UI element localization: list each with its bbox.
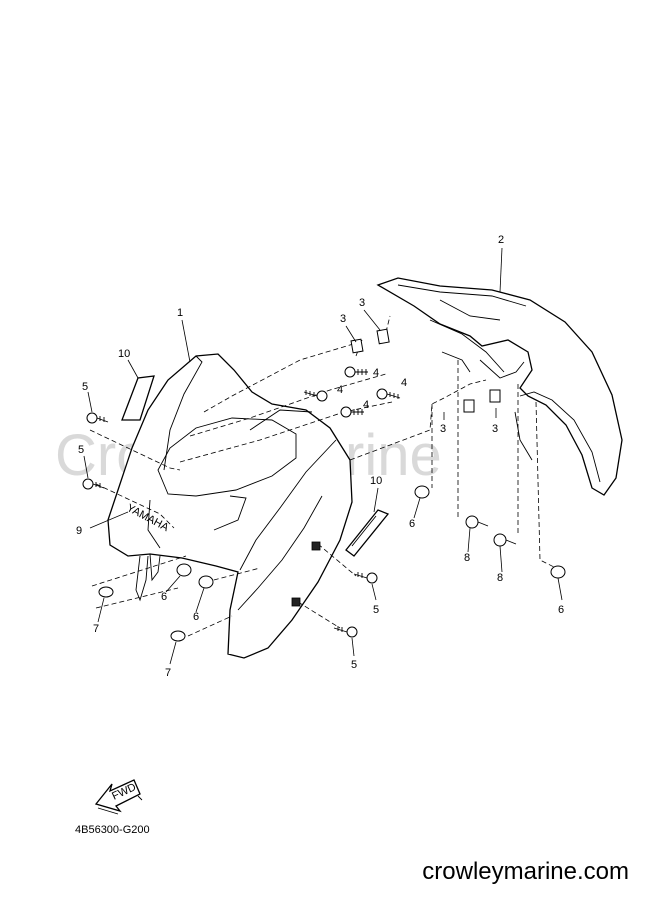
screw-5d <box>333 626 358 638</box>
clip-3c <box>463 399 475 413</box>
callout-10: 10 <box>370 475 382 487</box>
callout-6: 6 <box>193 611 199 623</box>
hardware <box>82 328 566 642</box>
callout-3: 3 <box>340 313 346 325</box>
diagram-code: 4B56300-G200 <box>75 824 150 836</box>
callout-5: 5 <box>78 444 84 456</box>
callout-4: 4 <box>363 399 369 411</box>
washer-7b <box>170 630 186 642</box>
clip-3a <box>350 338 364 354</box>
callout-5: 5 <box>373 604 379 616</box>
callout-7: 7 <box>93 623 99 635</box>
screw-4b <box>303 390 328 402</box>
screw-4c <box>376 388 401 400</box>
washer-7a <box>98 586 114 598</box>
callout-2: 2 <box>498 234 504 246</box>
grommet-6b <box>176 563 192 577</box>
emblem-upper <box>121 375 155 421</box>
bolt-8b <box>493 533 517 547</box>
clip-3d <box>489 389 501 403</box>
leader-lines <box>83 247 563 665</box>
callout-5: 5 <box>82 381 88 393</box>
grommet-6a <box>414 485 430 499</box>
screw-4a <box>344 366 368 378</box>
callout-10: 10 <box>118 348 130 360</box>
callout-6: 6 <box>161 591 167 603</box>
site-url-text: crowleymarine.com <box>422 858 629 885</box>
callout-8: 8 <box>464 552 470 564</box>
callout-1: 1 <box>177 307 183 319</box>
callout-3: 3 <box>492 423 498 435</box>
clip-3b <box>376 328 390 345</box>
screw-5c <box>353 572 378 584</box>
callout-6: 6 <box>558 604 564 616</box>
nut-a <box>311 541 321 551</box>
emblem-lower <box>345 509 390 557</box>
callout-4: 4 <box>373 367 379 379</box>
callout-4: 4 <box>401 377 407 389</box>
screw-5b <box>82 478 105 490</box>
callout-7: 7 <box>165 667 171 679</box>
callout-8: 8 <box>497 572 503 584</box>
callout-3: 3 <box>440 423 446 435</box>
fwd-arrow-icon: FWD <box>94 779 143 815</box>
grommet-6d <box>550 565 566 579</box>
callout-3: 3 <box>359 297 365 309</box>
nut-b <box>291 597 301 607</box>
callout-6: 6 <box>409 518 415 530</box>
screw-5a <box>86 412 109 424</box>
assembly-lines <box>89 315 557 637</box>
bolt-8a <box>465 515 489 529</box>
grommet-6c <box>198 575 214 589</box>
screw-4d <box>340 406 364 418</box>
callout-9: 9 <box>76 525 82 537</box>
callout-5: 5 <box>351 659 357 671</box>
callouts: 1 2 3 3 3 3 4 4 4 4 5 5 5 5 6 6 6 6 7 7 … <box>76 234 564 679</box>
front-fender <box>376 277 623 496</box>
callout-4: 4 <box>337 384 343 396</box>
